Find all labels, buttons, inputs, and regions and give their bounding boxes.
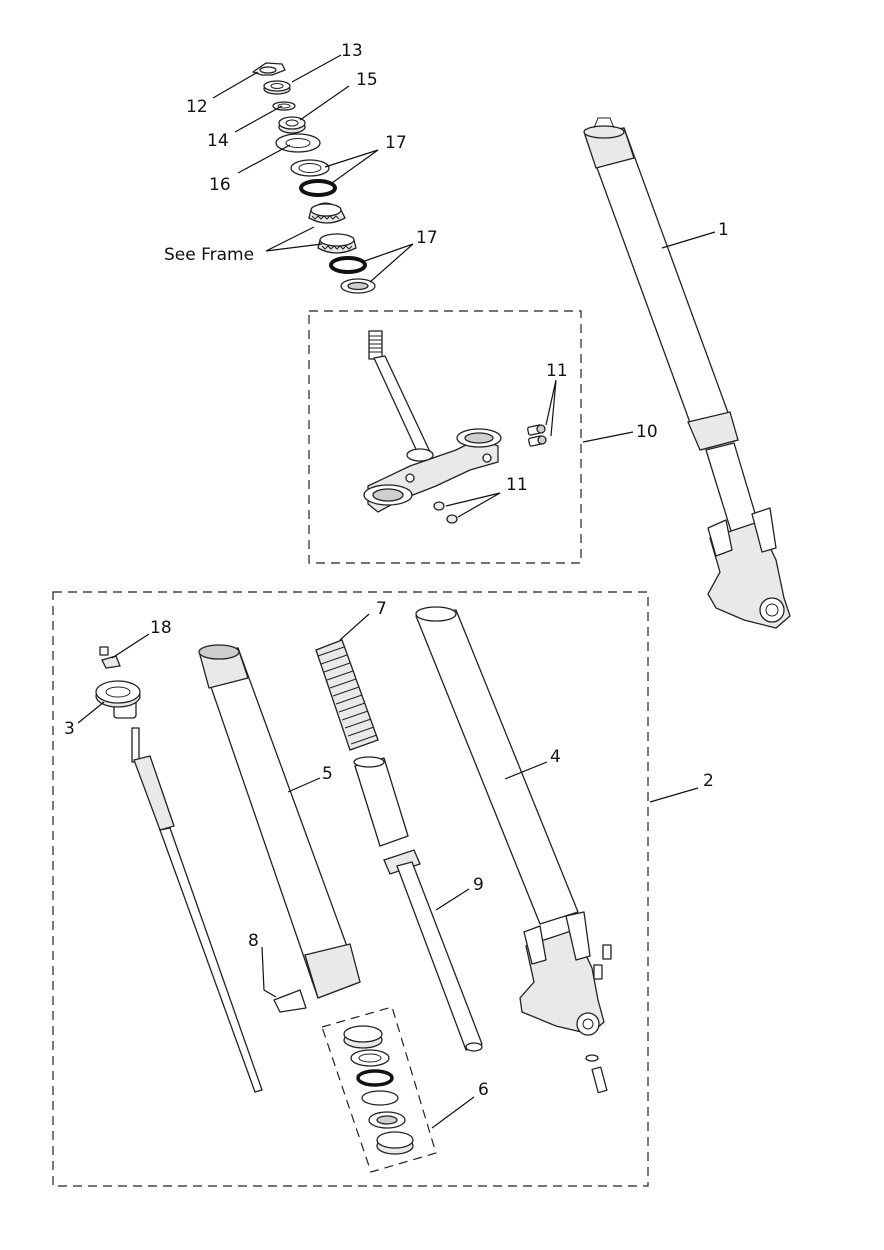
- part-17-lower-seal-ring: [340, 278, 376, 294]
- part-8-clip: [273, 989, 307, 1013]
- part-17-lower-o-ring: [329, 256, 367, 274]
- yoke-group-box: [308, 310, 582, 564]
- callout-17-lower: 17: [416, 228, 438, 248]
- callout-labels: 12 13 14 15 16 17 See Frame 17 1 11 10 1…: [64, 41, 729, 1100]
- callout-18: 18: [150, 618, 172, 638]
- see-frame-note: See Frame: [164, 245, 254, 265]
- part-11-upper-bolts: [527, 424, 547, 447]
- part-13-adjuster-nut: [263, 80, 291, 95]
- callout-12: 12: [186, 97, 208, 117]
- callout-8: 8: [248, 931, 259, 951]
- lower-bearing-race: [317, 233, 357, 254]
- part-18-bleed-screw: [99, 646, 121, 669]
- bush-kit-group-box: [321, 1006, 437, 1173]
- part-5-outer-tube: [198, 644, 361, 999]
- callout-4: 4: [550, 747, 561, 767]
- callout-7: 7: [376, 599, 387, 619]
- part-12-lock-tab: [252, 62, 286, 76]
- part-15-nut: [278, 116, 306, 134]
- part-10-lower-yoke: [363, 330, 502, 513]
- callout-11-lower: 11: [506, 475, 528, 495]
- callout-11-upper: 11: [546, 361, 568, 381]
- callout-9: 9: [473, 875, 484, 895]
- spacer-tube: [353, 756, 409, 847]
- callout-17-upper: 17: [385, 133, 407, 153]
- callout-14: 14: [207, 131, 229, 151]
- leader-lines: [77, 54, 716, 1129]
- damper-rod-cartridge: [131, 727, 263, 1093]
- part-17-upper-seal-ring: [290, 159, 330, 177]
- callout-5: 5: [322, 764, 333, 784]
- callout-15: 15: [356, 70, 378, 90]
- callout-1: 1: [718, 220, 729, 240]
- callout-2: 2: [703, 771, 714, 791]
- fork-leg-group-box: [52, 591, 649, 1187]
- part-11-lower-bolts: [433, 501, 458, 524]
- part-9-damper-tube: [383, 849, 483, 1052]
- part-17-upper-o-ring: [299, 179, 337, 197]
- upper-bearing-race: [308, 202, 346, 224]
- part-1-complete-fork: [583, 117, 791, 629]
- part-6-bush-kit: [343, 1025, 414, 1155]
- callout-10: 10: [636, 422, 658, 442]
- part-7-spring: [315, 639, 379, 751]
- callout-16: 16: [209, 175, 231, 195]
- part-4-inner-tube: [415, 606, 612, 1094]
- callout-3: 3: [64, 719, 75, 739]
- part-3-top-cap: [95, 680, 141, 719]
- callout-13: 13: [341, 41, 363, 61]
- part-16-dust-seal: [275, 133, 321, 153]
- callout-6: 6: [478, 1080, 489, 1100]
